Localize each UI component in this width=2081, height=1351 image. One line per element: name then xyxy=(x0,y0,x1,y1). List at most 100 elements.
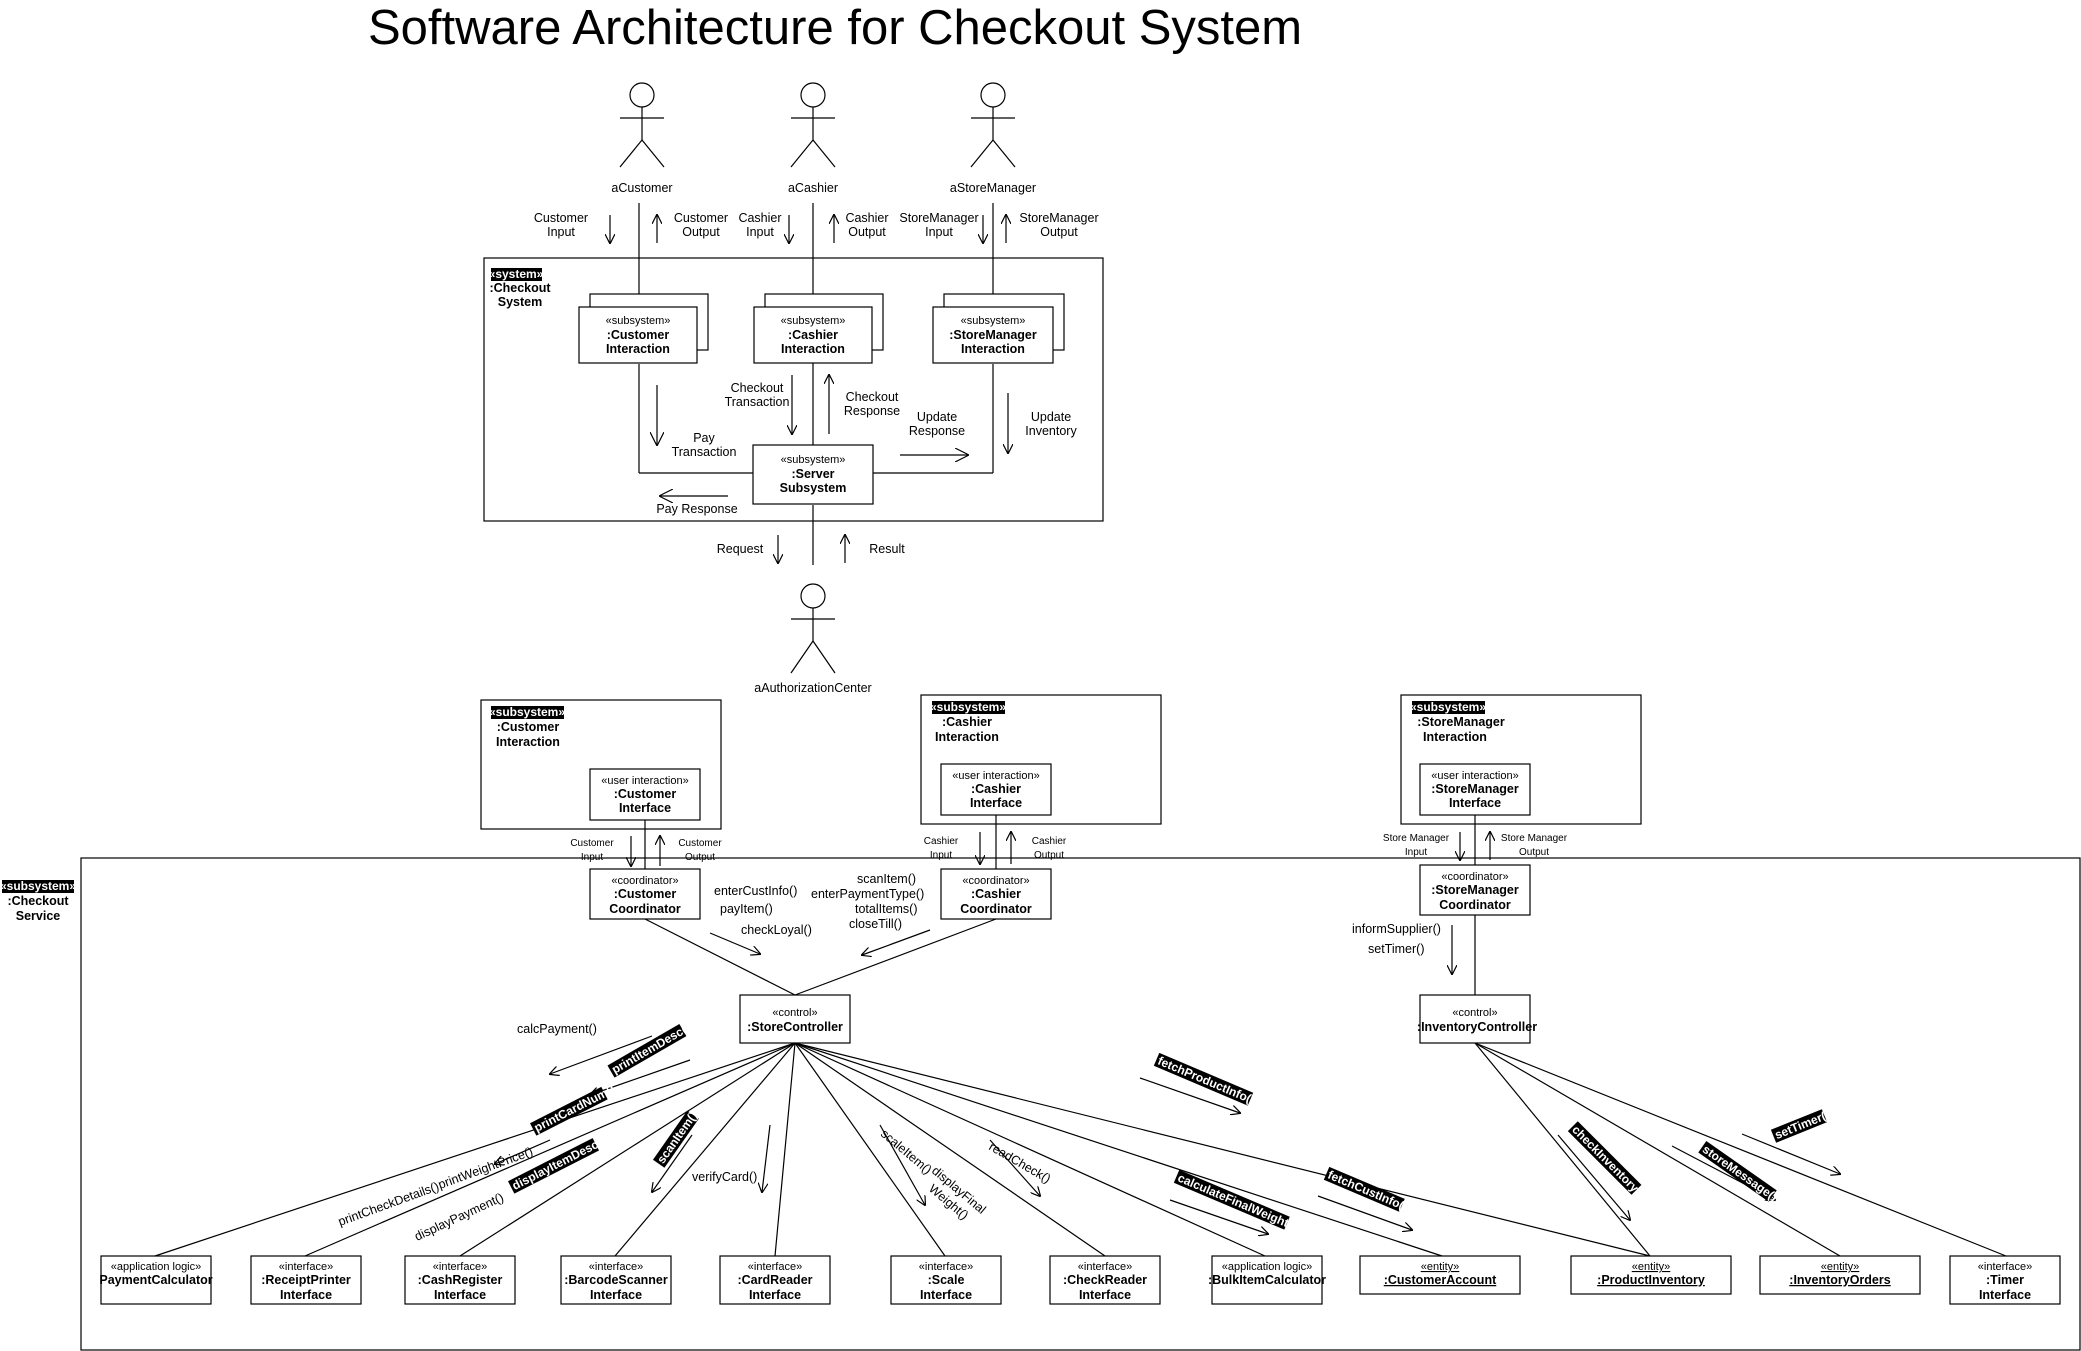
controller-links xyxy=(154,1042,2007,1257)
component-name: :CheckReader xyxy=(1063,1273,1147,1287)
diagram-title: Software Architecture for Checkout Syste… xyxy=(368,1,1302,55)
controller-messages-highlighted: printItemDesc() printCardNum() displayIt… xyxy=(508,1020,1832,1233)
component-name-line2: Interface xyxy=(280,1288,332,1302)
svg-text::InventoryController: :InventoryController xyxy=(1417,1020,1537,1034)
component-stereotype: «interface» xyxy=(748,1261,802,1273)
svg-text:Output: Output xyxy=(1040,225,1078,239)
component-stereotype: «entity» xyxy=(1632,1261,1671,1273)
top-flow-labels: Customer Input Customer Output Cashier I… xyxy=(534,211,1099,239)
svg-text::Customer: :Customer xyxy=(614,787,677,801)
svg-text:totalItems(): totalItems() xyxy=(855,902,918,916)
bottom-components: «application logic»PaymentCalculator«int… xyxy=(99,1255,2061,1305)
svg-text:storeMessage(): storeMessage() xyxy=(1700,1142,1780,1204)
controller-messages-plain: calcPayment() printCheckDetails() printW… xyxy=(336,1022,1053,1244)
svg-text:calcPayment(): calcPayment() xyxy=(517,1022,597,1036)
component-name: :BulkItemCalculator xyxy=(1208,1273,1326,1287)
svg-text:informSupplier(): informSupplier() xyxy=(1352,922,1441,936)
svg-text::Cashier: :Cashier xyxy=(971,887,1021,901)
component-stereotype: «application logic» xyxy=(111,1261,202,1273)
svg-text:Input: Input xyxy=(547,225,575,239)
customer-coordinator: «coordinator» :Customer Coordinator xyxy=(589,868,701,920)
svg-text:Interaction: Interaction xyxy=(935,730,999,744)
svg-text::StoreManager: :StoreManager xyxy=(1417,715,1505,729)
svg-text:«subsystem»: «subsystem» xyxy=(1410,700,1486,714)
system-internal-labels: Checkout Transaction Checkout Response P… xyxy=(656,381,1077,556)
interface-connectors xyxy=(631,815,1490,869)
checkout-service-box xyxy=(80,857,2081,1351)
component-stereotype: «interface» xyxy=(1978,1261,2032,1273)
svg-text:Update: Update xyxy=(917,410,957,424)
subsystem-storemanager-interaction: «subsystem» :StoreManager Interaction xyxy=(932,293,1065,364)
svg-text:Checkout: Checkout xyxy=(846,390,899,404)
svg-text:Transaction: Transaction xyxy=(672,445,737,459)
svg-text::StoreManager: :StoreManager xyxy=(949,328,1037,342)
svg-text:«subsystem»: «subsystem» xyxy=(930,700,1006,714)
svg-text:«coordinator»: «coordinator» xyxy=(611,875,678,887)
component-stereotype: «interface» xyxy=(919,1261,973,1273)
svg-text:Input: Input xyxy=(925,225,953,239)
actor-customer xyxy=(619,82,665,168)
svg-text:Customer: Customer xyxy=(570,838,614,849)
checkout-system-box xyxy=(483,257,1104,522)
svg-text:Transaction: Transaction xyxy=(725,395,790,409)
service-stereotype: «subsystem» xyxy=(0,879,76,893)
svg-text:«control»: «control» xyxy=(1452,1007,1497,1019)
component-stereotype: «entity» xyxy=(1421,1261,1460,1273)
svg-text:setTimer(): setTimer() xyxy=(1773,1107,1832,1142)
svg-text:Interface: Interface xyxy=(619,801,671,815)
component-name: :CardReader xyxy=(737,1273,812,1287)
controller-message-arrows xyxy=(495,1035,1840,1234)
svg-text:Input: Input xyxy=(930,850,952,861)
svg-text:closeTill(): closeTill() xyxy=(849,917,902,931)
svg-text:Interaction: Interaction xyxy=(961,342,1025,356)
svg-text:Output: Output xyxy=(1519,847,1549,858)
svg-text:Checkout: Checkout xyxy=(731,381,784,395)
component-stereotype: «interface» xyxy=(433,1261,487,1273)
svg-text:Response: Response xyxy=(844,404,900,418)
svg-text::Server: :Server xyxy=(791,467,834,481)
component-name: :ProductInventory xyxy=(1597,1273,1705,1287)
coordination-messages: enterCustInfo() payItem() checkLoyal() s… xyxy=(714,872,1441,956)
svg-text::Customer: :Customer xyxy=(607,328,670,342)
svg-text:Output: Output xyxy=(685,852,715,863)
component-name-line2: Interface xyxy=(434,1288,486,1302)
component-stereotype: «interface» xyxy=(1078,1261,1132,1273)
subsystem-server: «subsystem» :Server Subsystem xyxy=(752,444,874,505)
component-box: «entity»:ProductInventory xyxy=(1570,1255,1732,1295)
svg-text:«user interaction»: «user interaction» xyxy=(601,775,688,787)
svg-text:Cashier: Cashier xyxy=(845,211,888,225)
svg-text:Subsystem: Subsystem xyxy=(780,481,847,495)
svg-text:setTimer(): setTimer() xyxy=(1368,942,1424,956)
svg-text:Cashier: Cashier xyxy=(738,211,781,225)
svg-text::StoreManager: :StoreManager xyxy=(1431,883,1519,897)
svg-text::Cashier: :Cashier xyxy=(788,328,838,342)
svg-text:Coordinator: Coordinator xyxy=(1439,898,1511,912)
top-flow-arrows xyxy=(610,215,1006,243)
component-name: :Timer xyxy=(1986,1273,2024,1287)
svg-text:«subsystem»: «subsystem» xyxy=(781,454,846,466)
svg-text:«subsystem»: «subsystem» xyxy=(961,315,1026,327)
system-stereotype: «system» xyxy=(489,267,544,281)
svg-text:Coordinator: Coordinator xyxy=(609,902,681,916)
component-name: :ReceiptPrinter xyxy=(261,1273,351,1287)
svg-text::StoreManager: :StoreManager xyxy=(1431,782,1519,796)
small-flow-labels: Customer Input Customer Output Cashier I… xyxy=(570,833,1567,863)
component-box: «entity»:InventoryOrders xyxy=(1759,1255,1921,1295)
svg-text:verifyCard(): verifyCard() xyxy=(692,1170,757,1184)
svg-text:payItem(): payItem() xyxy=(720,902,773,916)
svg-text:Interaction: Interaction xyxy=(1423,730,1487,744)
lower-subsystem-storemanager: «subsystem» :StoreManager Interaction «u… xyxy=(1400,694,1642,825)
svg-text:StoreManager: StoreManager xyxy=(899,211,978,225)
svg-text:«coordinator»: «coordinator» xyxy=(1441,871,1508,883)
svg-text::StoreController: :StoreController xyxy=(747,1020,843,1034)
svg-text:Inventory: Inventory xyxy=(1025,424,1077,438)
component-name: :BarcodeScanner xyxy=(564,1273,668,1287)
actor-authorization-center-label: aAuthorizationCenter xyxy=(754,681,871,695)
svg-text:«subsystem»: «subsystem» xyxy=(781,315,846,327)
